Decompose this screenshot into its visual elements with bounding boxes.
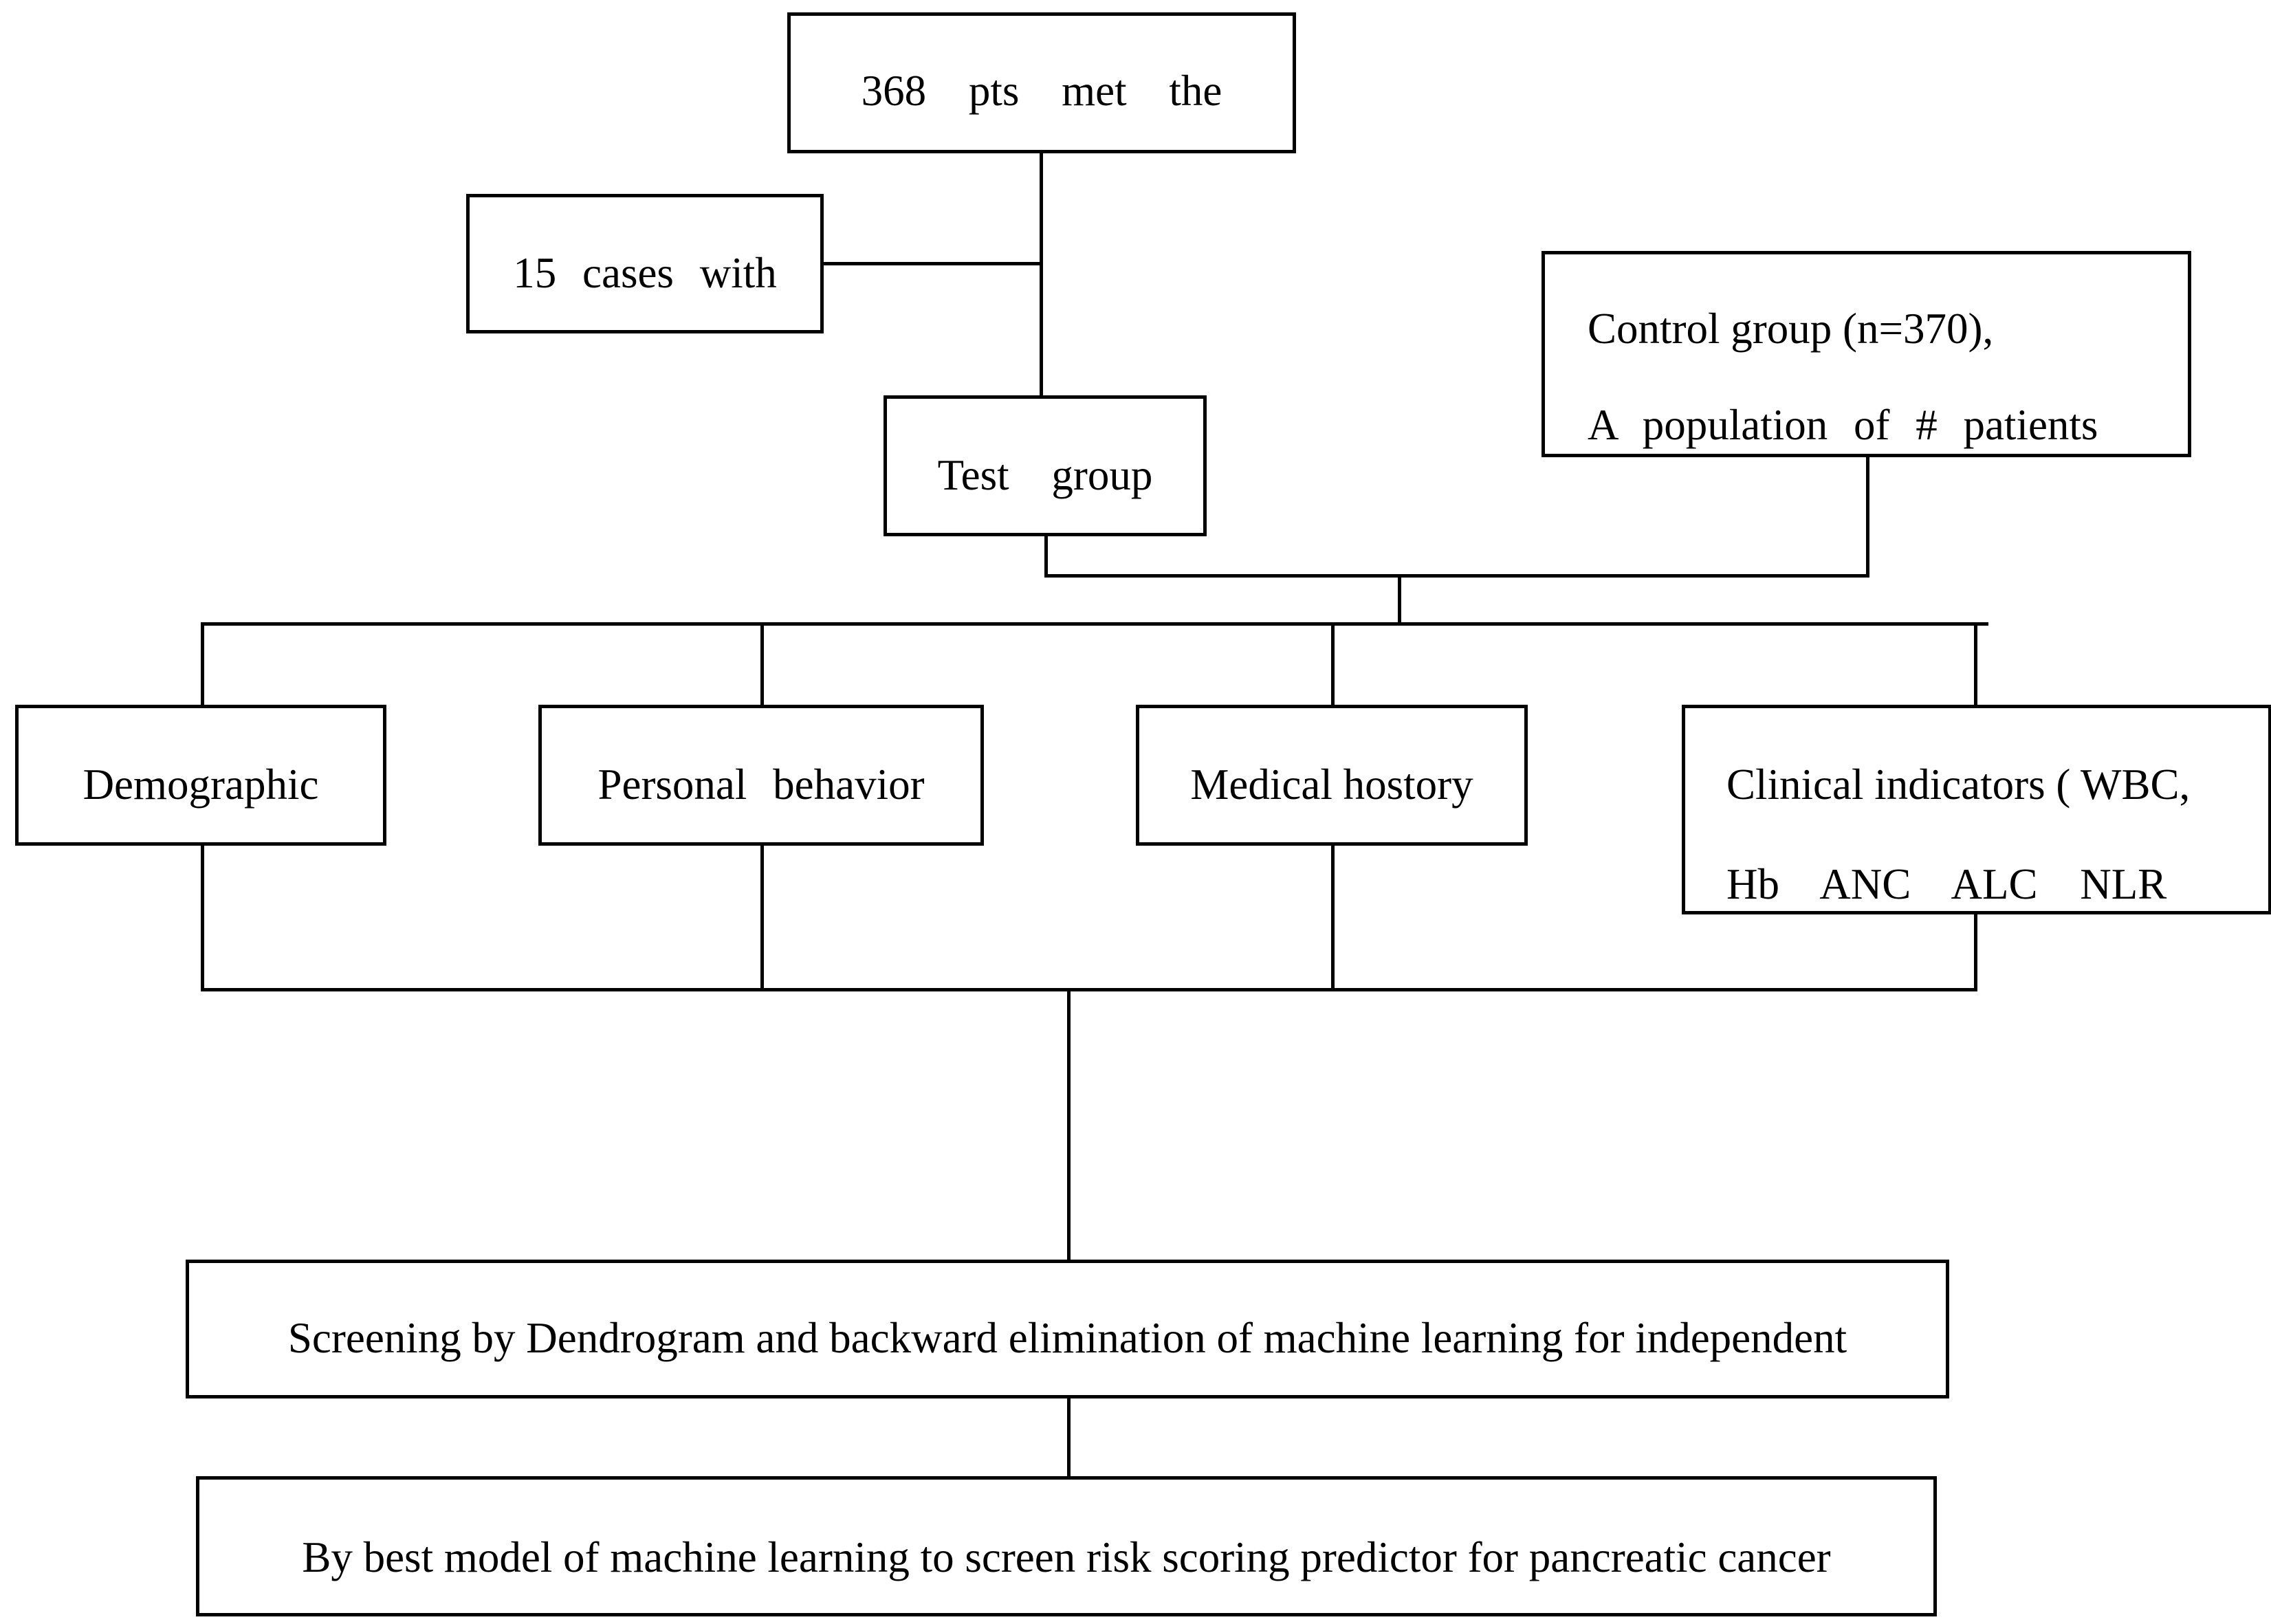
excluded-text: 15 cases with <box>513 249 777 297</box>
demographic-box: Demographic <box>15 705 386 846</box>
clinical-indicators-line2: Hb ANC ALC NLR <box>1726 860 2167 908</box>
connector-merge-bus <box>201 988 1977 991</box>
screening-box: Screening by Dendrogram and backward eli… <box>186 1260 1949 1398</box>
medical-history-text: Medical hostory <box>1190 760 1473 809</box>
personal-behavior-box: Personal behavior <box>538 705 984 846</box>
personal-behavior-text: Personal behavior <box>597 760 925 809</box>
connector-to-personal-behavior <box>760 622 764 708</box>
best-model-text: By best model of machine learning to scr… <box>302 1533 1831 1581</box>
clinical-indicators-box: Clinical indicators ( WBC, Hb ANC ALC NL… <box>1682 705 2271 914</box>
connector-excluded-branch <box>822 262 1043 265</box>
connector-to-demographic <box>201 622 204 708</box>
inclusion-box: 368 pts met the <box>787 12 1296 153</box>
connector-from-demographic <box>201 846 204 991</box>
connector-inclusion-to-test <box>1040 151 1043 395</box>
demographic-text: Demographic <box>83 760 319 809</box>
test-group-box: Test group <box>884 395 1207 536</box>
screening-text: Screening by Dendrogram and backward eli… <box>287 1314 1847 1362</box>
connector-category-bus <box>201 622 1988 626</box>
connector-merge-to-screening <box>1067 988 1071 1262</box>
connector-control-down <box>1866 456 1869 578</box>
test-group-text: Test group <box>937 451 1153 499</box>
inclusion-text: 368 pts met the <box>861 67 1222 115</box>
control-group-box: Control group (n=370), A population of #… <box>1542 251 2191 457</box>
connector-from-personal-behavior <box>760 846 764 991</box>
excluded-box: 15 cases with <box>466 194 824 333</box>
connector-screening-to-model <box>1067 1396 1071 1478</box>
medical-history-box: Medical hostory <box>1136 705 1528 846</box>
connector-to-clinical-indicators <box>1974 622 1977 708</box>
connector-from-medical-history <box>1331 846 1335 991</box>
connector-groups-join <box>1044 574 1869 578</box>
best-model-box: By best model of machine learning to scr… <box>196 1476 1937 1616</box>
control-group-line1: Control group (n=370), <box>1588 305 1994 353</box>
connector-test-down <box>1044 534 1048 578</box>
connector-from-clinical-indicators <box>1974 914 1977 991</box>
connector-join-down <box>1398 576 1401 626</box>
clinical-indicators-line1: Clinical indicators ( WBC, <box>1726 760 2191 809</box>
connector-to-medical-history <box>1331 622 1335 708</box>
control-group-line2: A population of # patients <box>1588 401 2098 449</box>
